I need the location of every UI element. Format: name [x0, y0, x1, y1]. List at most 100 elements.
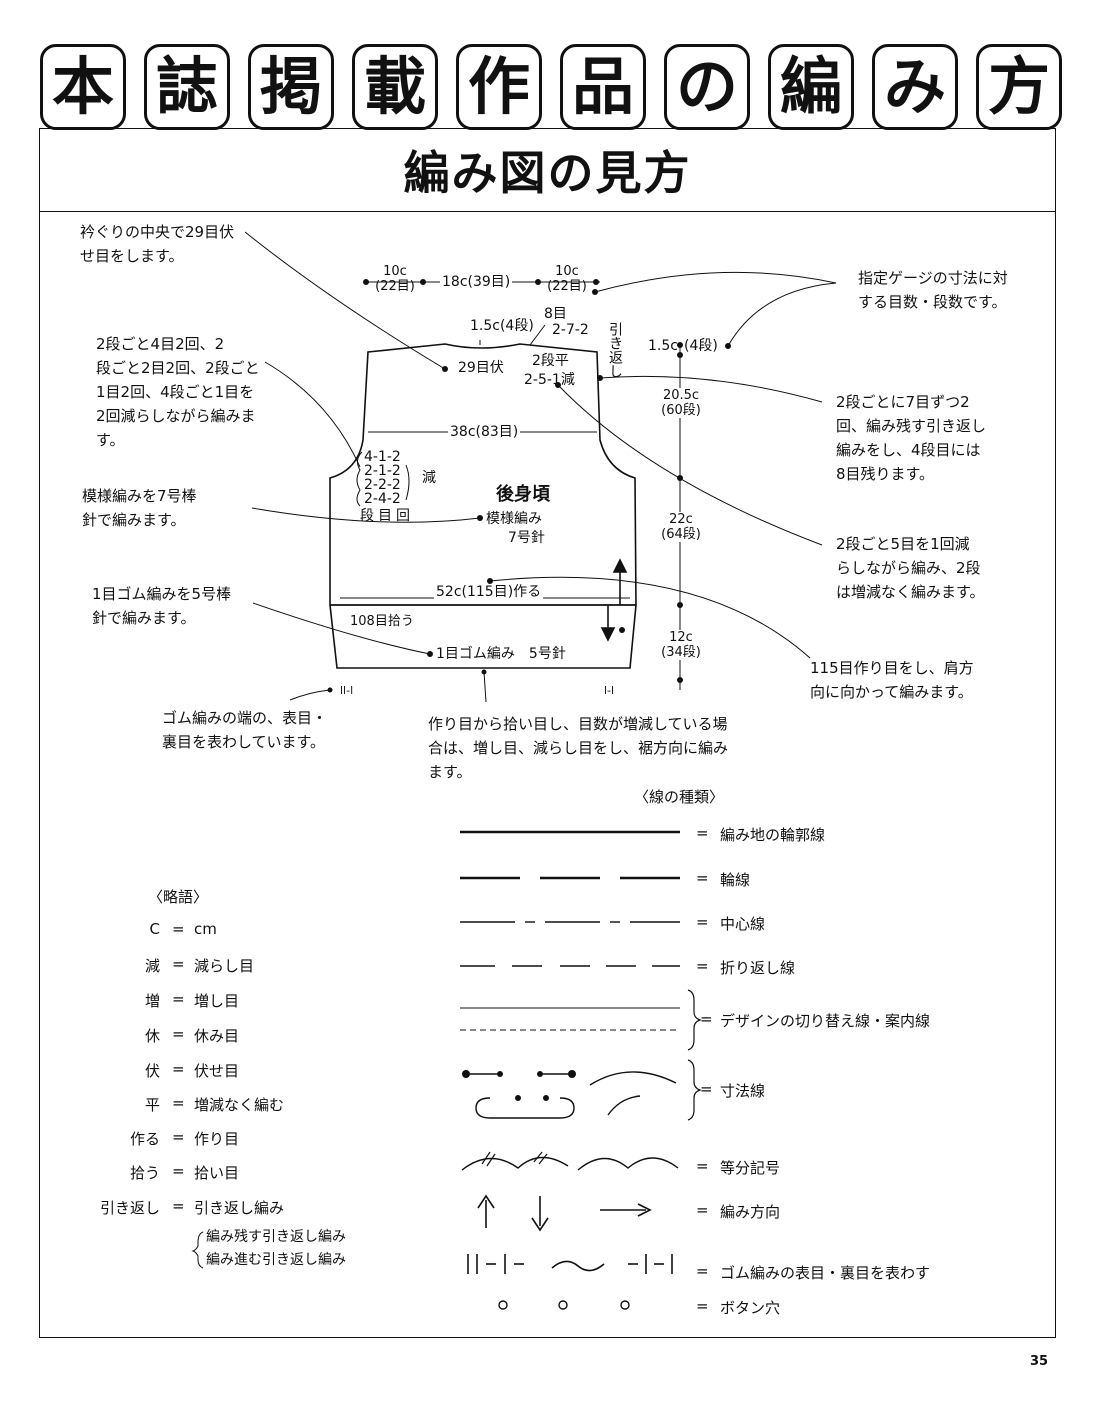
dim-value: 10c [383, 264, 407, 279]
note-gauge: 指定ゲージの寸法に対 する目数・段数です。 [858, 266, 1008, 314]
label-col-head: 段目回 [360, 508, 414, 524]
legend-eq: = [700, 1080, 713, 1098]
dim-top-left: 10c (22目) [372, 264, 418, 294]
header-char: 品 [560, 44, 646, 130]
abbrev-sub: 編み進む引き返し編み [206, 1252, 346, 1268]
note-rib-needle: 1目ゴム編みを5号棒 針で編みます。 [92, 582, 231, 630]
note-line: する目数・段数です。 [858, 293, 1007, 311]
note-neck-center: 衿ぐりの中央で29目伏 せ目をします。 [80, 220, 234, 268]
legend-eq: = [696, 1297, 709, 1315]
note-shoulder-dec: 2段ごと5目を1回減 らしながら編み、2段 は増減なく編みます。 [836, 532, 985, 604]
abbrev-eq: = [172, 1162, 185, 1180]
armhole-row: 2-1-2 [364, 463, 401, 479]
legend-eq: = [700, 1010, 713, 1028]
abbrev-key: 減 [144, 957, 160, 975]
dim-top-mid: 18c(39目) [440, 274, 513, 290]
abbrev-value: 拾い目 [194, 1164, 240, 1182]
label-rows-plain: 2段平 [532, 353, 569, 369]
label-short-row: 引き返し [607, 322, 623, 378]
legend-eq: = [696, 1201, 709, 1219]
abbrev-key: 休 [144, 1027, 160, 1045]
abbrev-sub: 編み残す引き返し編み [206, 1229, 346, 1245]
note-line: 段ごと2目2回、2段ごと [96, 359, 260, 377]
label-pickup: 108目拾う [350, 614, 414, 629]
note-line: 編みをし、4段目には [836, 441, 981, 459]
dim-top-right: 10c (22目) [544, 264, 590, 294]
header-char: 編 [768, 44, 854, 130]
note-rib-edge: ゴム編みの端の、表目・ 裏目を表わしています。 [162, 706, 327, 754]
dim-value: (60段) [661, 403, 701, 418]
leader-lines [244, 231, 837, 703]
abbrev-eq: = [172, 1025, 185, 1043]
note-line: 2段ごと4目2回、2 [96, 335, 225, 353]
armhole-row: 2-2-2 [364, 477, 401, 493]
abbrev-eq: = [172, 1060, 185, 1078]
legend-eq: = [696, 957, 709, 975]
direction-arrows [600, 558, 628, 642]
note-line: 8目残ります。 [836, 465, 935, 483]
dim-right-shoulder-r: (4段) [684, 338, 718, 354]
note-line: 2回減らしながら編みま [96, 407, 256, 425]
pattern-name: 模様編み [486, 511, 542, 527]
dim-value: (64段) [661, 527, 701, 542]
abbrev-key: 増 [144, 992, 160, 1010]
note-line: 回、編み残す引き返し [836, 417, 987, 435]
header-char: み [872, 44, 958, 130]
note-line: 2段ごと5目を1回減 [836, 535, 970, 553]
note-line: 模様編みを7号棒 [82, 487, 197, 505]
note-line: 合は、増し目、減らし目をし、裾方向に編み [428, 739, 729, 757]
note-line: 衿ぐりの中央で29目伏 [80, 223, 235, 241]
legend-item: 編み方向 [720, 1203, 781, 1221]
label-bind-off: 29目伏 [458, 360, 504, 376]
dim-value: 22c [669, 512, 693, 527]
abbrev-value: 引き返し編み [194, 1199, 285, 1217]
abbrev-value: cm [194, 920, 217, 938]
abbrev-value: 減らし目 [194, 957, 255, 975]
note-line: 1目ゴム編みを5号棒 [92, 585, 232, 603]
abbrev-eq: = [172, 1128, 185, 1146]
dim-body: 22c (64段) [656, 512, 706, 542]
legend-item: 折り返し線 [720, 959, 796, 977]
note-line: 針で編みます。 [82, 511, 186, 529]
abbrev-key: 拾う [129, 1164, 160, 1182]
piece-name: 後身頃 [496, 484, 550, 505]
dim-right-shoulder-h: 1.5c [648, 338, 678, 354]
legend-item: 等分記号 [720, 1159, 781, 1177]
abbrev-title: 〈略語〉 [148, 888, 209, 906]
note-line: 115目作り目をし、肩方 [810, 659, 974, 677]
label-shoulder-top: 8目 [544, 306, 567, 322]
label-shoulder-rows: 2-7-2 [552, 322, 589, 338]
dim-neck-depth: 1.5c(4段) [470, 318, 534, 334]
abbrev-eq: = [172, 1197, 185, 1215]
abbrev-key: C [149, 920, 160, 938]
abbrev-key: 引き返し [99, 1199, 160, 1217]
content-frame [39, 128, 1056, 1338]
note-line: 2段ごとに7目ずつ2 [836, 393, 970, 411]
label-dec-mark: 減 [422, 470, 436, 486]
abbrev-value: 増し目 [194, 992, 240, 1010]
note-decrease: 2段ごと4目2回、2 段ごと2目2回、2段ごと 1目2回、4段ごと1目を 2回減… [96, 332, 260, 452]
note-line: せ目をします。 [80, 247, 184, 265]
dim-value: (22目) [375, 279, 415, 294]
legend-eq: = [696, 869, 709, 887]
note-line: 作り目から拾い目し、目数が増減している場 [428, 715, 728, 733]
legend-eq: = [696, 824, 709, 842]
abbrev-eq: = [172, 990, 185, 1008]
note-line: ます。 [428, 763, 472, 781]
rib-symbol-left: ll-l [340, 684, 354, 697]
legend-samples [191, 830, 702, 1310]
rib-symbol-right: l-l [604, 684, 615, 697]
dim-value: (22目) [547, 279, 587, 294]
abbrev-key: 作る [129, 1130, 160, 1148]
legend-item: 寸法線 [720, 1082, 766, 1100]
dim-value: 20.5c [662, 388, 700, 403]
legend-title: 〈線の種類〉 [634, 788, 725, 806]
abbrev-value: 伏せ目 [194, 1062, 240, 1080]
abbrev-eq: = [172, 920, 185, 938]
note-line: 指定ゲージの寸法に対 [858, 269, 1008, 287]
legend-item: デザインの切り替え線・案内線 [720, 1012, 931, 1030]
legend-item: ボタン穴 [720, 1299, 781, 1317]
legend-eq: = [696, 1157, 709, 1175]
note-pickup: 作り目から拾い目し、目数が増減している場 合は、増し目、減らし目をし、裾方向に編… [428, 712, 728, 784]
